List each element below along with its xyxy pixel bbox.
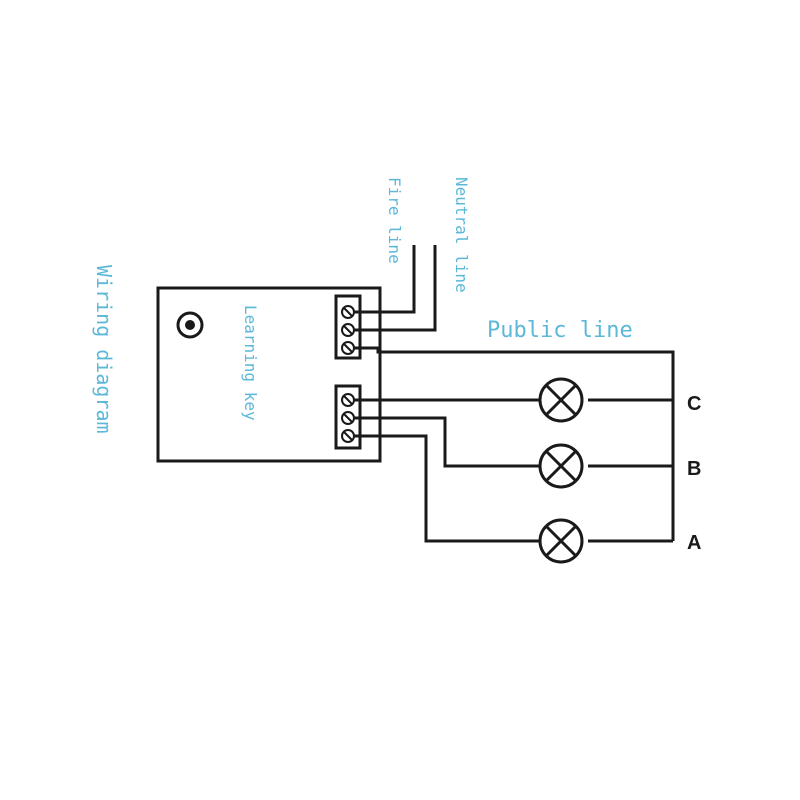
lamp-b-icon bbox=[538, 443, 584, 489]
fire-line-label: Fire line bbox=[385, 177, 404, 264]
neutral-line-wire bbox=[354, 245, 437, 332]
controller-box bbox=[156, 286, 382, 463]
wiring-diagram-label: Wiring diagram bbox=[92, 265, 116, 434]
public-line-label: Public line bbox=[487, 318, 633, 343]
output-a-wire bbox=[354, 434, 540, 543]
public-line-wire bbox=[354, 346, 675, 541]
lamp-a-icon bbox=[538, 518, 584, 564]
learning-key-label: Learning key bbox=[241, 305, 260, 421]
neutral-line-label: Neutral line bbox=[452, 177, 471, 293]
phase-a-label: A bbox=[687, 532, 701, 554]
output-b-wire bbox=[354, 416, 540, 468]
lamp-c-icon bbox=[538, 377, 584, 423]
fire-line-wire bbox=[354, 245, 416, 314]
phase-b-label: B bbox=[687, 458, 701, 480]
phase-c-label: C bbox=[687, 393, 701, 415]
learning-key-button-icon bbox=[176, 311, 204, 339]
